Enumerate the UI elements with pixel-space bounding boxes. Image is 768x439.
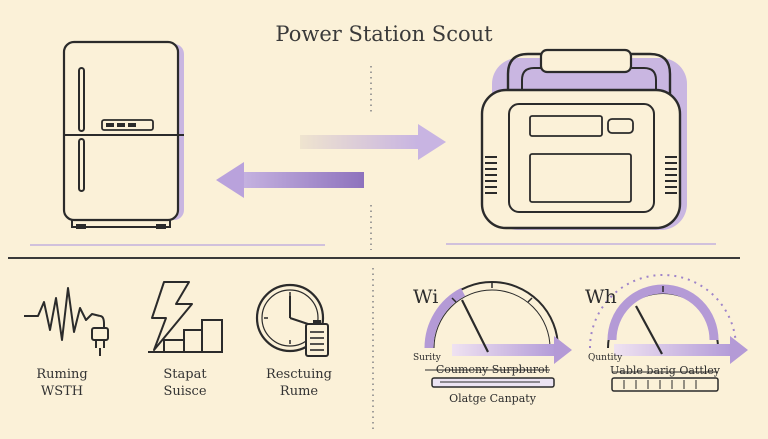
gauge-2-side-label: Quntity — [588, 353, 623, 363]
gauge-2-needle — [635, 305, 663, 355]
gauge-2 — [589, 274, 748, 392]
feature-3-line1: Resctuing — [266, 367, 332, 382]
page-title: Power Station Scout — [275, 22, 493, 46]
feature-1-line1: Ruming — [36, 367, 88, 382]
feature-1-label: Ruming WSTH — [12, 366, 112, 400]
gauge-1-top-caption: Coumeny Surpburot — [435, 363, 550, 376]
charge-arrow-right — [300, 124, 446, 160]
gauge-1-bottom-caption: Olatge Canpaty — [449, 392, 536, 405]
clock-battery-icon — [255, 283, 329, 357]
feature-3-line2: Rume — [279, 384, 319, 399]
feature-1-line2: WSTH — [40, 384, 84, 399]
feature-2-line2: Suisce — [163, 384, 207, 399]
power-station-icon — [480, 48, 687, 230]
gauge-1-fill — [424, 288, 466, 349]
refrigerator-icon — [62, 40, 184, 229]
discharge-arrow-left — [216, 162, 364, 198]
gauge-2-fill — [607, 284, 719, 341]
gauge-1-unit: Wi — [413, 286, 439, 308]
gauge-1-side-label: Surity — [413, 353, 441, 363]
gauge-2-unit: Wh — [585, 286, 617, 308]
pulse-plug-icon — [24, 287, 109, 356]
lightning-bars-icon — [148, 281, 223, 353]
gauge-1-needle — [461, 299, 489, 353]
feature-3-label: Resctuing Rume — [244, 366, 354, 400]
gauge-1 — [424, 281, 572, 388]
gauge-2-top-caption: Uable barig Oattley — [610, 364, 720, 377]
feature-2-label: Stapat Suisce — [135, 366, 235, 400]
feature-2-line1: Stapat — [163, 367, 207, 382]
